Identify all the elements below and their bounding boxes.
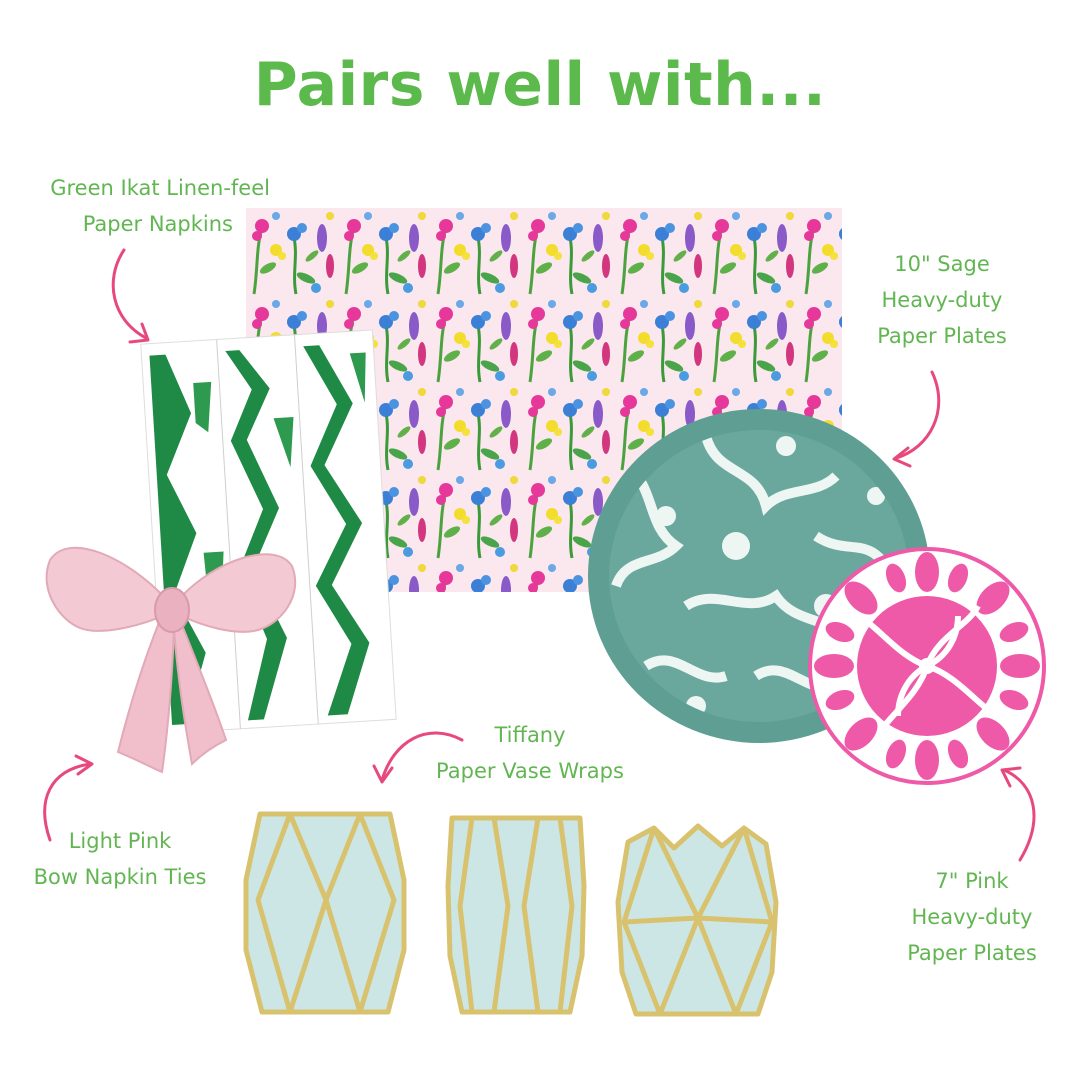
green-ikat-napkins-image (140, 329, 397, 730)
sage-plates-label-line1: 10" Sage (894, 252, 990, 276)
vase-wrap-2-image (445, 815, 587, 1015)
pink-plates-label-line1: 7" Pink (935, 869, 1009, 893)
bow-ties-label-line2: Bow Napkin Ties (33, 865, 207, 889)
napkins-label: Green Ikat Linen-feel Paper Napkins (10, 170, 270, 242)
pink-plates-label: 7" Pink Heavy-duty Paper Plates (870, 863, 1074, 971)
vase-wrap-1-image (243, 811, 407, 1015)
vase-wraps-label-line1: Tiffany (494, 723, 566, 747)
light-pink-bow-image (45, 546, 297, 774)
sage-plates-label: 10" Sage Heavy-duty Paper Plates (840, 246, 1044, 354)
bow-ties-label-line1: Light Pink (68, 829, 172, 853)
vase-wraps-label-line2: Paper Vase Wraps (436, 759, 624, 783)
napkins-label-line1: Green Ikat Linen-feel (50, 176, 270, 200)
sage-plates-label-line3: Paper Plates (877, 324, 1007, 348)
bow-ties-label: Light Pink Bow Napkin Ties (0, 823, 240, 895)
pink-paper-plate-image (808, 547, 1046, 785)
sage-plates-label-line2: Heavy-duty (881, 288, 1003, 312)
pink-plates-label-line3: Paper Plates (907, 941, 1037, 965)
vase-wrap-3-image (615, 823, 779, 1017)
vase-wraps-label: Tiffany Paper Vase Wraps (400, 717, 660, 789)
pink-plates-label-line2: Heavy-duty (911, 905, 1033, 929)
page-title: Pairs well with... (253, 50, 827, 120)
napkins-label-line2: Paper Napkins (82, 212, 233, 236)
